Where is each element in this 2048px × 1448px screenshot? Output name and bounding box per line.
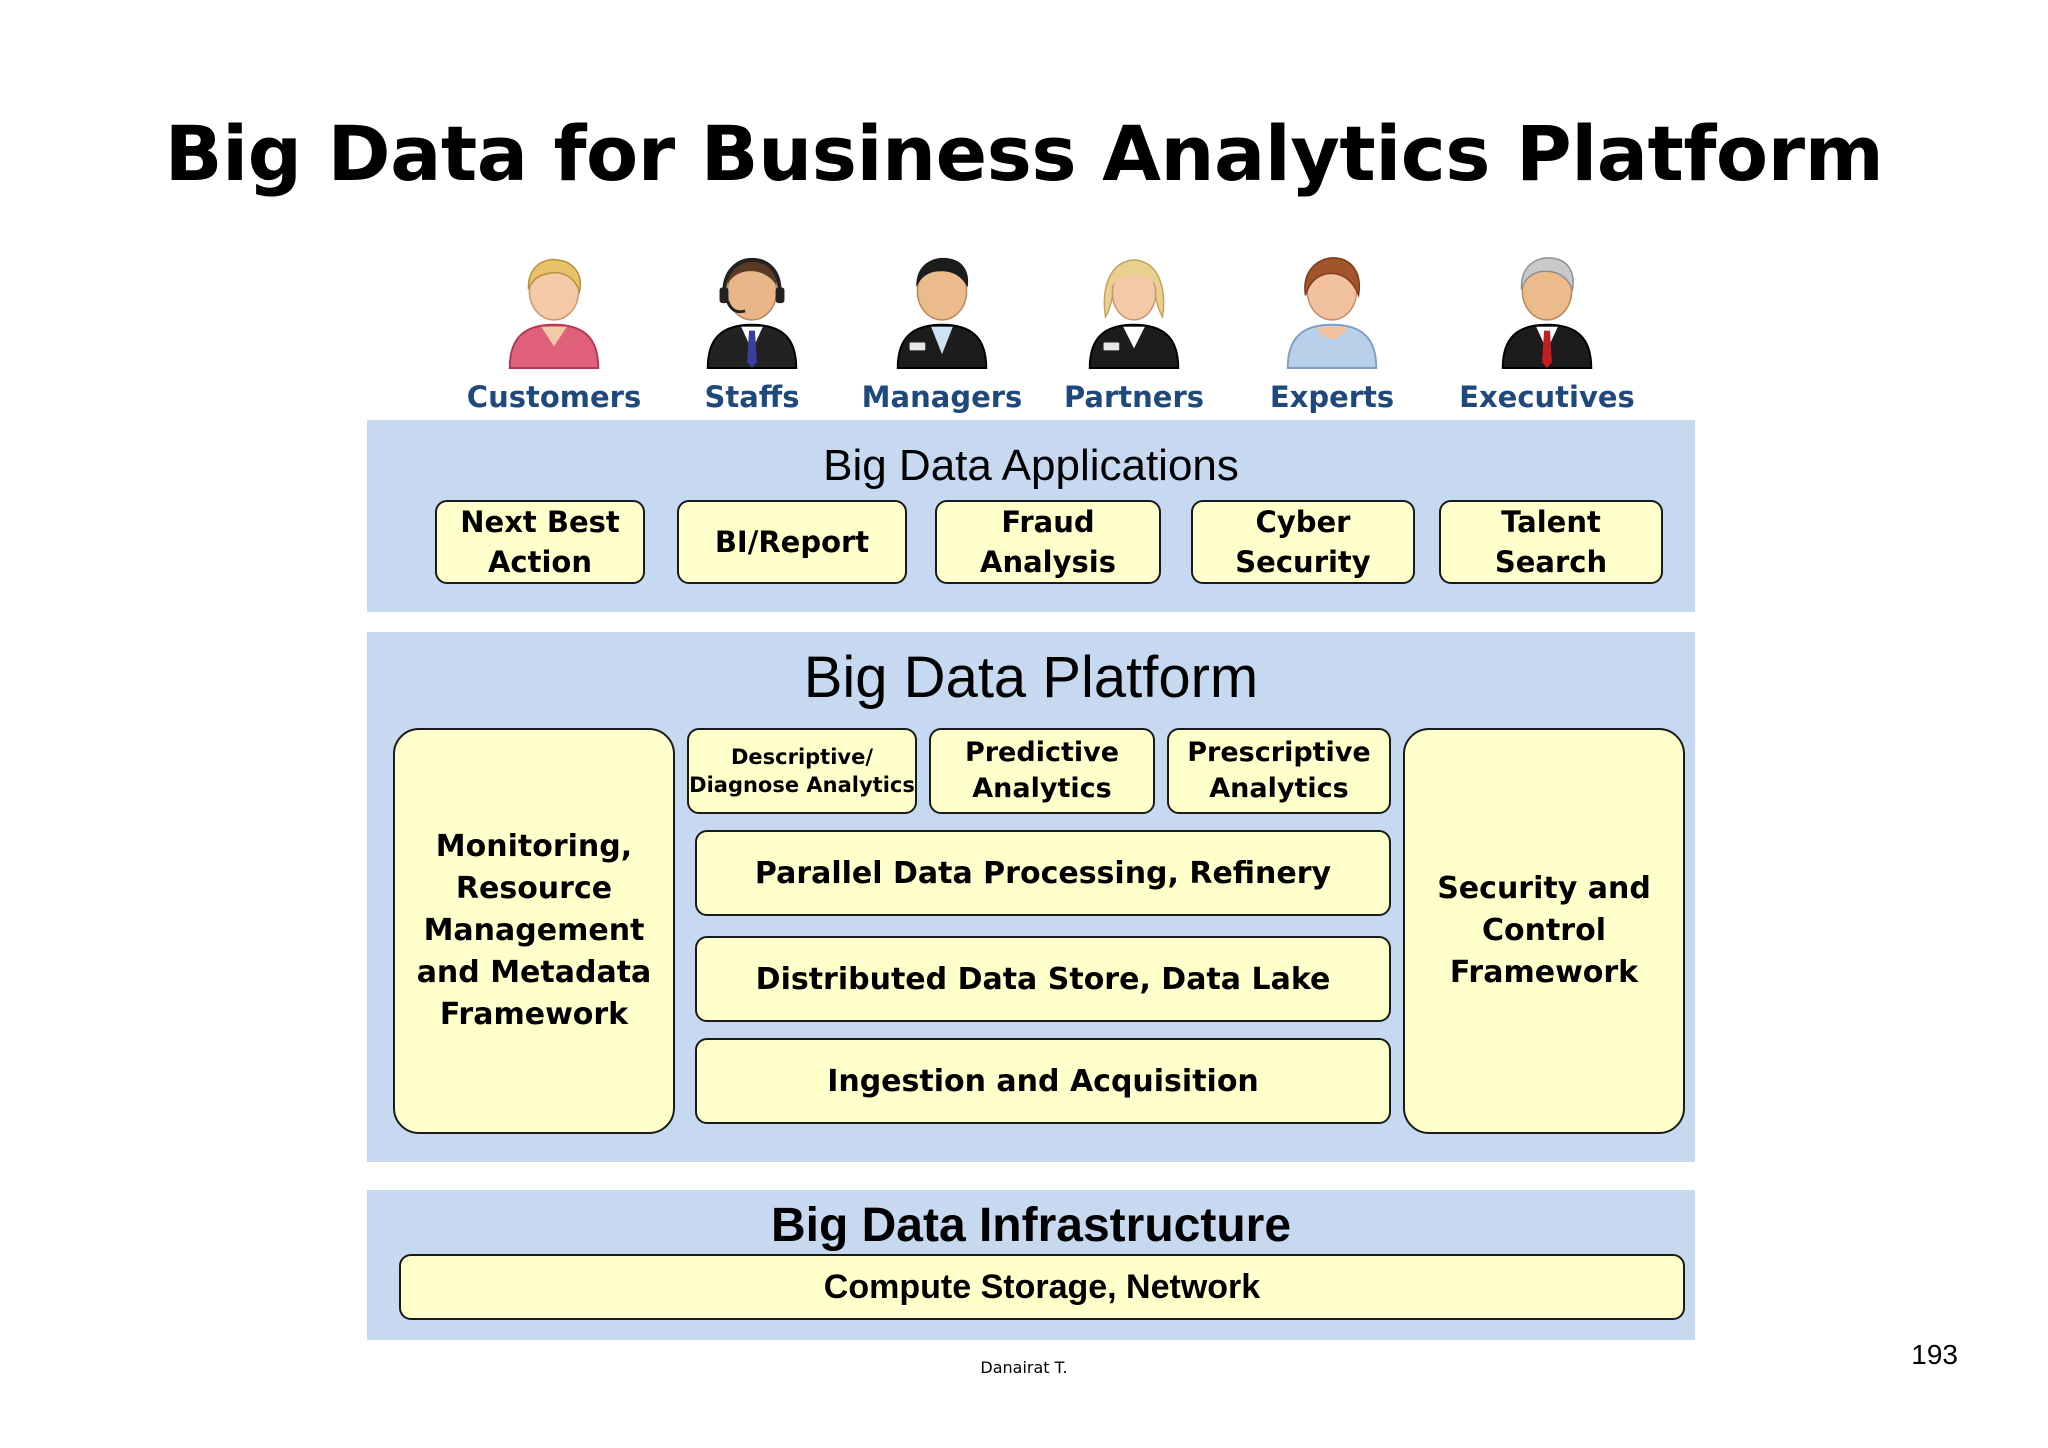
persona-customers: Customers	[454, 252, 654, 414]
persona-label: Partners	[1063, 380, 1205, 414]
bi-report-box: BI/Report	[677, 500, 907, 584]
partner-person-icon	[1088, 259, 1180, 370]
ingestion-box: Ingestion and Acquisition	[695, 1038, 1391, 1124]
customer-person-icon	[508, 258, 600, 370]
infrastructure-band: Big Data Infrastructure Compute Storage,…	[367, 1190, 1695, 1340]
persona-label: Executives	[1459, 380, 1635, 414]
infrastructure-title: Big Data Infrastructure	[770, 1199, 1292, 1252]
descriptive-analytics-box: Descriptive/Diagnose Analytics	[687, 728, 917, 814]
distributed-store-box: Distributed Data Store, Data Lake	[695, 936, 1391, 1022]
persona-experts: Experts	[1232, 252, 1432, 414]
persona-executives: Executives	[1447, 252, 1647, 414]
persona-label: Managers	[861, 380, 1023, 414]
manager-person-icon	[896, 257, 988, 370]
staff-headset-person-icon	[706, 257, 798, 370]
persona-label: Staffs	[704, 380, 800, 414]
persona-label: Customers	[466, 380, 642, 414]
parallel-processing-box: Parallel Data Processing, Refinery	[695, 830, 1391, 916]
applications-title: Big Data Applications	[823, 441, 1239, 490]
platform-title: Big Data Platform	[803, 645, 1259, 710]
compute-storage-network-box: Compute Storage, Network	[399, 1254, 1685, 1320]
page-number: 193	[1911, 1339, 1958, 1370]
persona-staffs: Staffs	[652, 252, 852, 414]
executive-person-icon	[1501, 257, 1593, 370]
persona-label: Experts	[1269, 380, 1395, 414]
expert-person-icon	[1286, 257, 1378, 370]
author-footer: Danairat T.	[980, 1358, 1068, 1377]
persona-managers: Managers	[842, 252, 1042, 414]
persona-partners: Partners	[1034, 252, 1234, 414]
slide-title: Big Data for Business Analytics Platform	[164, 109, 1884, 198]
